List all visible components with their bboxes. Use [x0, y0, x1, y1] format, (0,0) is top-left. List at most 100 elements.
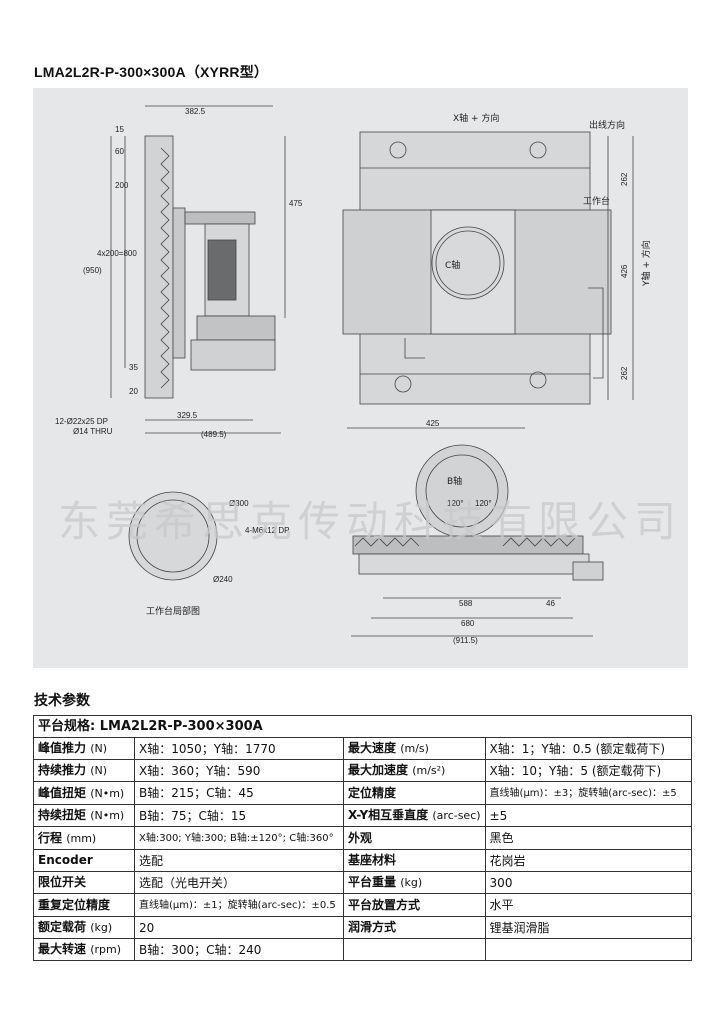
spec-value: 锂基润滑脂 [489, 920, 550, 935]
spec-cell: B轴：215；C轴：45 [134, 781, 344, 805]
detail-caption: 工作台局部图 [146, 605, 200, 617]
spec-cell: 水平 [484, 893, 693, 917]
spec-cell: 黑色 [484, 826, 693, 850]
model-title: LMA2L2R-P-300×300A（XYRR型） [34, 64, 269, 80]
spec-cell: 润滑方式 [343, 916, 486, 939]
spec-label: Encoder [38, 853, 93, 867]
spec-label: 定位精度 [348, 785, 397, 800]
spec-unit: (kg) [400, 876, 423, 889]
spec-value: 水平 [489, 898, 514, 912]
spec-cell: 基座材料 [343, 849, 486, 872]
spec-label: 平台放置方式 [348, 897, 421, 912]
dim-label: 262 [620, 172, 629, 186]
cable-direction-label: 出线方向 [589, 119, 625, 131]
spec-row: 峰值扭矩 (N•m) B轴：215；C轴：45 定位精度 直线轴(μm)：±3；… [33, 781, 693, 805]
dim-label: (950) [83, 266, 102, 275]
dim-label: Ø300 [229, 499, 249, 508]
dim-label: 425 [426, 419, 440, 428]
spec-cell: 行程 (mm) [33, 826, 135, 850]
spec-row: 重复定位精度 直线轴(μm)：±1；旋转轴(arc-sec)：±0.5 平台放置… [33, 893, 693, 917]
spec-label: 基座材料 [348, 853, 397, 867]
spec-unit: (N•m) [90, 786, 125, 800]
dim-label: 4-M6x12 DP [245, 526, 289, 535]
spec-cell: 最大转速 (rpm) [33, 938, 135, 961]
spec-label: 峰值推力 [38, 741, 87, 755]
spec-cell: 花岗岩 [484, 849, 693, 872]
spec-cell: 峰值推力 (N) [33, 737, 135, 760]
spec-value: 选配 [139, 853, 164, 868]
angle-label: 120° [475, 499, 492, 508]
spec-row: 行程 (mm) X轴:300; Y轴:300; B轴:±120°; C轴:360… [33, 826, 693, 850]
spec-cell: B轴：300；C轴：240 [134, 938, 344, 961]
spec-row: 持续扭矩 (N•m) B轴：75；C轴：15 X-Y相互垂直度 (arc-sec… [33, 804, 693, 827]
dim-label: 382.5 [185, 107, 206, 116]
spec-value: X轴：10；Y轴：5 (额定载荷下) [489, 763, 662, 778]
spec-cell: 持续扭矩 (N•m) [33, 804, 135, 827]
front-view [347, 427, 604, 637]
spec-cell: X-Y相互垂直度 (arc-sec) [343, 804, 486, 827]
drawing-labels: 382.5 15 60 200 475 (950) 4x200=800 35 2… [55, 107, 652, 645]
x-direction-label: X轴 + 方向 [453, 112, 499, 124]
spec-cell: 选配 [134, 849, 344, 872]
spec-cell [343, 938, 486, 961]
spec-unit: (m/s) [400, 742, 429, 755]
technical-drawing-panel: 382.5 15 60 200 475 (950) 4x200=800 35 2… [33, 88, 688, 668]
dim-label: Ø240 [213, 575, 233, 584]
spec-label: 持续扭矩 [38, 808, 87, 822]
technical-drawing [110, 105, 634, 637]
dim-label: 329.5 [177, 411, 198, 420]
spec-unit: (mm) [66, 831, 97, 845]
spec-row: 最大转速 (rpm) B轴：300；C轴：240 [33, 938, 693, 961]
top-view [342, 131, 634, 405]
spec-row: 限位开关 选配（光电开关） 平台重量 (kg) 300 [33, 871, 693, 894]
spec-value: 花岗岩 [489, 853, 526, 868]
spec-cell: 300 [484, 871, 693, 894]
spec-label: 外观 [348, 830, 373, 845]
spec-cell: 最大速度 (m/s) [343, 737, 486, 760]
spec-cell: X轴：10；Y轴：5 (额定载荷下) [484, 759, 693, 782]
spec-cell: X轴：1；Y轴：0.5 (额定载荷下) [484, 737, 693, 760]
spec-title-label: 平台规格: [38, 718, 96, 734]
spec-value: 300 [489, 875, 513, 890]
spec-heading: 技术参数 [34, 693, 90, 709]
spec-label: 峰值扭矩 [38, 785, 87, 800]
dim-label: 200 [115, 181, 129, 190]
spec-unit: (N•m) [90, 809, 125, 822]
spec-unit: (arc-sec) [432, 809, 481, 822]
spec-unit: (kg) [90, 921, 113, 934]
spec-label: 润滑方式 [348, 920, 397, 934]
spec-cell: 20 [134, 916, 344, 939]
spec-label: 行程 [38, 830, 63, 845]
spec-value: X轴:300; Y轴:300; B轴:±120°; C轴:360° [139, 833, 334, 844]
spec-value: ±5 [489, 808, 508, 823]
detail-view [128, 491, 218, 581]
spec-label: 最大转速 [38, 942, 87, 956]
spec-cell: 最大加速度 (m/s²) [343, 759, 486, 782]
spec-rows: 峰值推力 (N) X轴：1050；Y轴：1770 最大速度 (m/s) X轴：1… [33, 737, 693, 961]
spec-row: Encoder 选配 基座材料 花岗岩 [33, 849, 693, 872]
spec-value: 选配（光电开关） [139, 875, 236, 890]
spec-label: 重复定位精度 [38, 897, 111, 912]
spec-cell: X轴：1050；Y轴：1770 [134, 737, 344, 760]
worktable-label: 工作台 [583, 195, 610, 207]
spec-title-cell: 平台规格: LMA2L2R-P-300×300A [33, 715, 692, 738]
spec-value: 20 [139, 920, 155, 935]
spec-value: B轴：300；C轴：240 [139, 942, 262, 957]
spec-cell: 外观 [343, 826, 486, 850]
side-view [110, 105, 286, 434]
spec-cell: 额定载荷 (kg) [33, 916, 135, 939]
spec-unit: (N) [90, 764, 108, 777]
spec-cell: B轴：75；C轴：15 [134, 804, 344, 827]
spec-unit: (N) [90, 742, 108, 755]
spec-row: 峰值推力 (N) X轴：1050；Y轴：1770 最大速度 (m/s) X轴：1… [33, 737, 693, 760]
spec-value: 直线轴(μm)：±1；旋转轴(arc-sec)：±0.5 [139, 900, 336, 911]
spec-cell: X轴：360；Y轴：590 [134, 759, 344, 782]
dim-label: 20 [129, 387, 138, 396]
spec-label: 限位开关 [38, 875, 87, 889]
spec-title-value: LMA2L2R-P-300×300A [99, 718, 263, 734]
dim-label: 15 [115, 125, 124, 134]
dim-label: 426 [620, 264, 629, 278]
spec-value: X轴：1；Y轴：0.5 (额定载荷下) [489, 741, 665, 756]
spec-cell: 限位开关 [33, 871, 135, 894]
angle-label: 120° [447, 499, 464, 508]
